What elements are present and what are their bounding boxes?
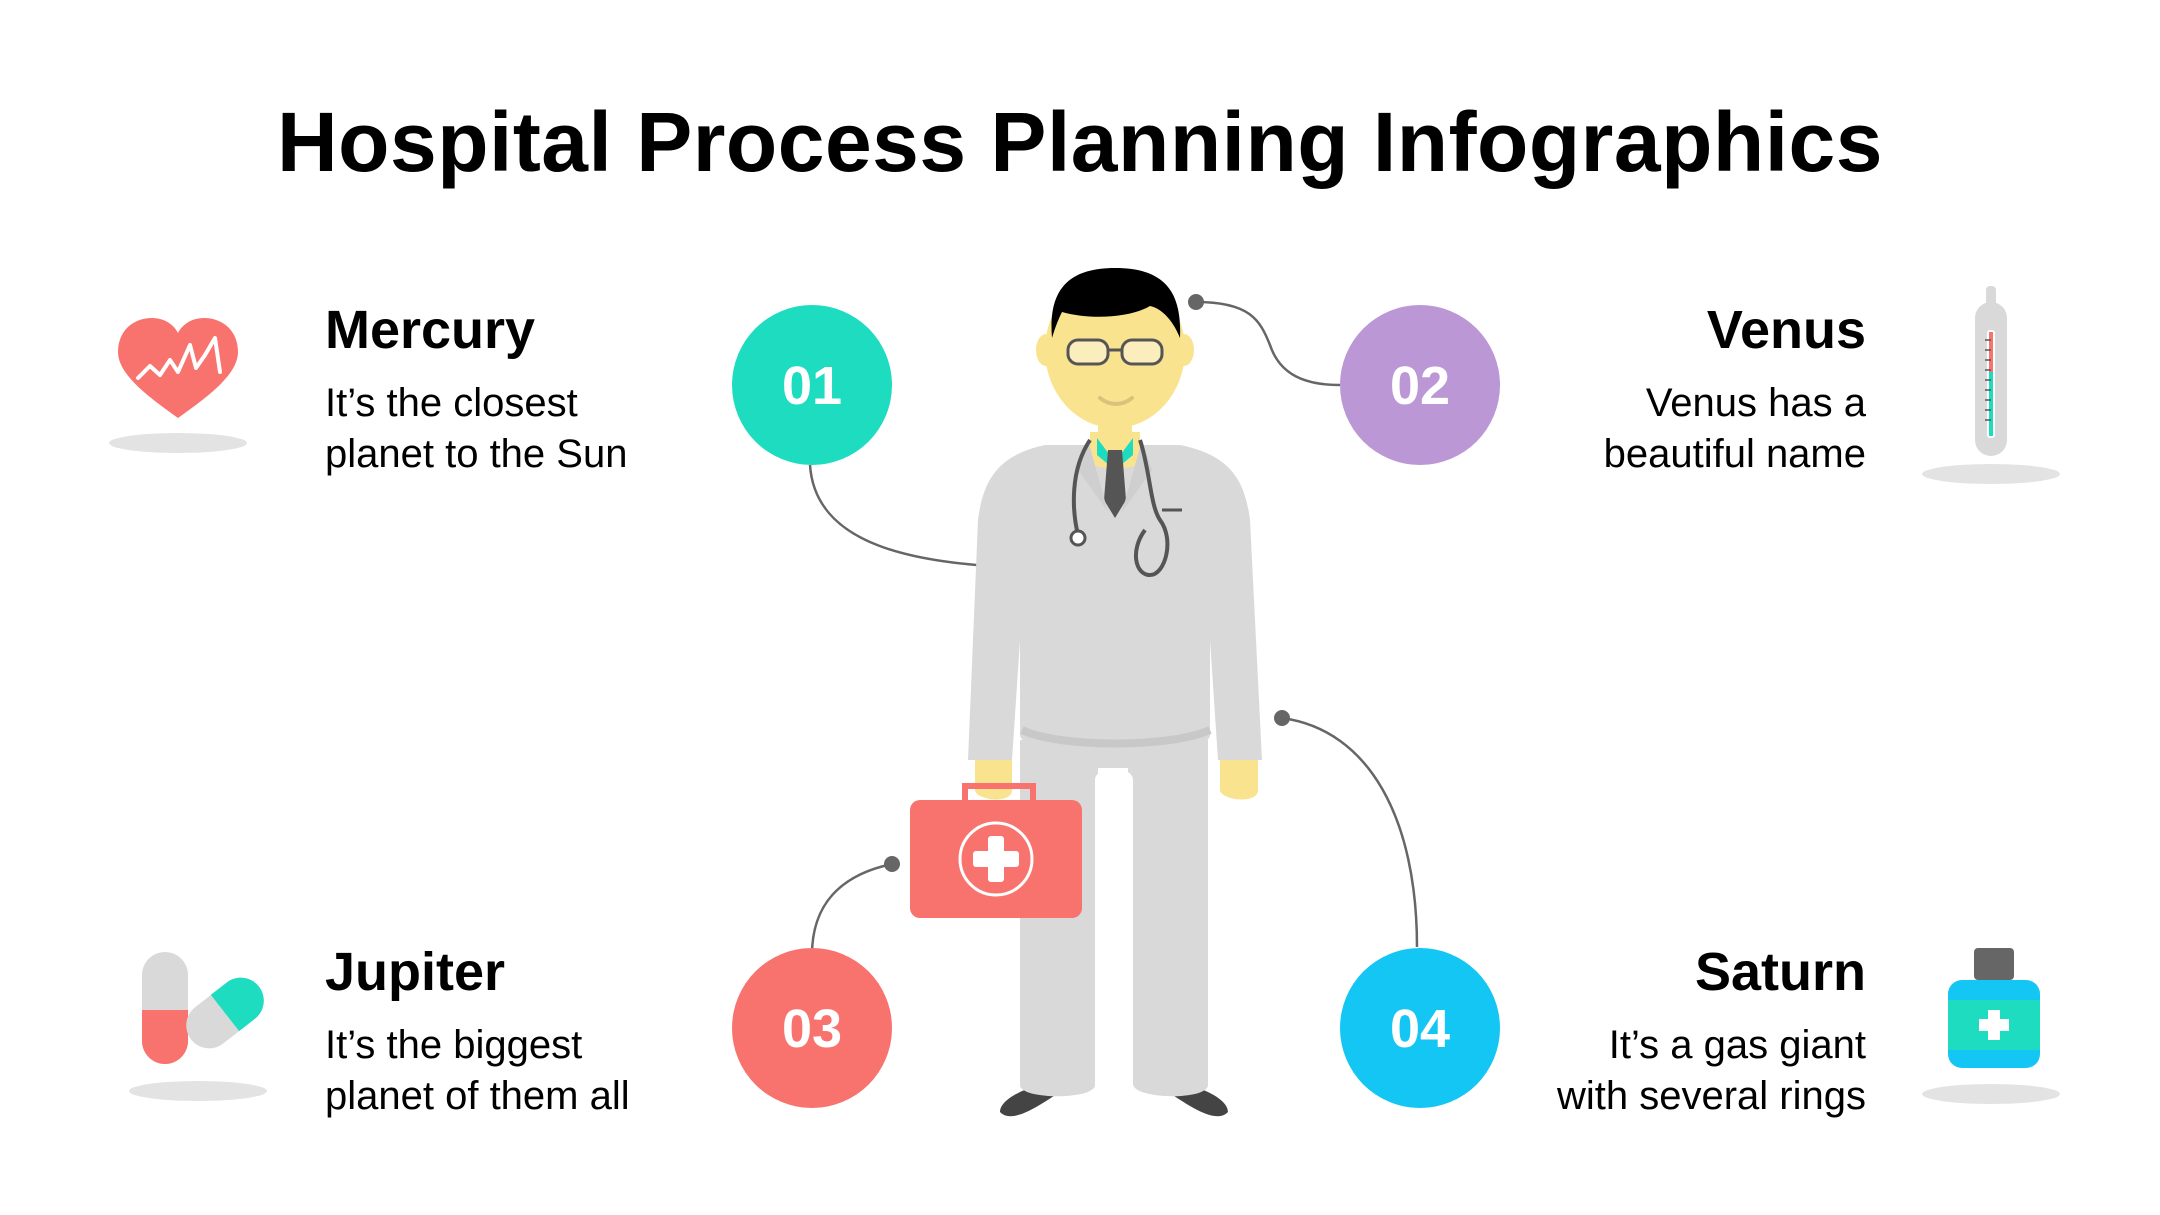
- item-02-line2: beautiful name: [1603, 432, 1866, 476]
- pill-icon: [129, 952, 267, 1101]
- item-03-line2: planet of them all: [325, 1074, 630, 1118]
- item-04-heading: Saturn: [1694, 942, 1866, 1002]
- item-01-heading: Mercury: [325, 300, 536, 360]
- item-01-line1: It’s the closest: [325, 381, 578, 425]
- item-04-line1: It’s a gas giant: [1608, 1023, 1866, 1067]
- page-title: Hospital Process Planning Infographics: [277, 95, 1883, 189]
- step-01-circle: 01: [732, 305, 892, 465]
- item-01-line2: planet to the Sun: [325, 432, 628, 476]
- connector-dot-03: [884, 856, 900, 872]
- step-04-number: 04: [1390, 999, 1450, 1059]
- item-02-line1: Venus has a: [1645, 381, 1866, 425]
- step-04-circle: 04: [1340, 948, 1500, 1108]
- step-01-number: 01: [782, 356, 842, 416]
- step-03-number: 03: [782, 999, 842, 1059]
- thermometer-icon: [1922, 286, 2060, 484]
- item-03-heading: Jupiter: [325, 942, 506, 1002]
- step-02-number: 02: [1390, 356, 1450, 416]
- item-02-heading: Venus: [1706, 300, 1866, 360]
- heart-icon: [109, 318, 247, 453]
- connector-dot-04: [1274, 710, 1290, 726]
- doctor-illustration: [968, 268, 1262, 1117]
- item-04-line2: with several rings: [1556, 1074, 1866, 1118]
- medicine-bottle-icon: [1922, 948, 2060, 1104]
- step-02-circle: 02: [1340, 305, 1500, 465]
- first-aid-kit-icon: [910, 783, 1082, 918]
- connector-dot-02: [1188, 294, 1204, 310]
- item-03-line1: It’s the biggest: [325, 1023, 583, 1067]
- step-03-circle: 03: [732, 948, 892, 1108]
